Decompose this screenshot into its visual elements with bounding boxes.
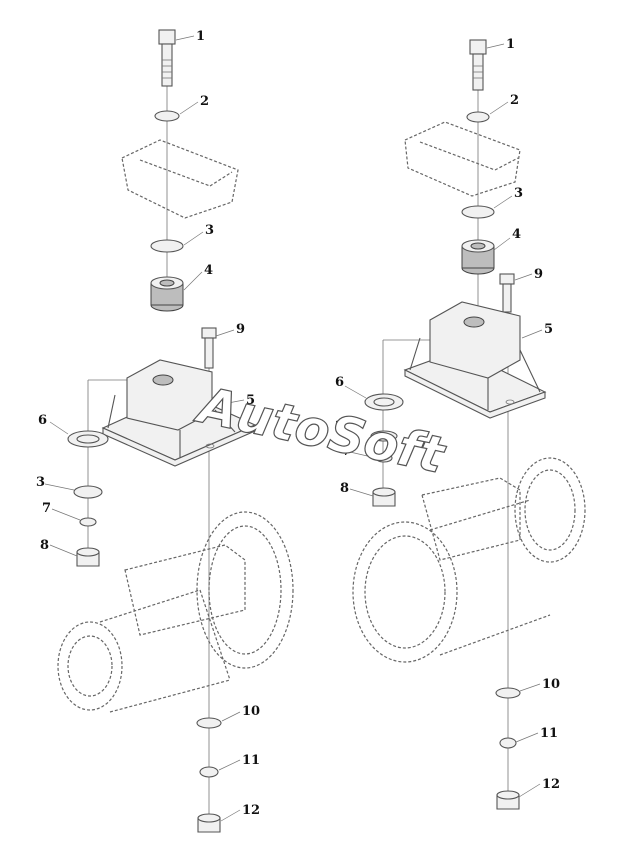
right-washer-3 [461, 205, 495, 219]
left-callout-5: 5 [246, 393, 255, 408]
left-washer-lower [73, 485, 103, 499]
right-bolt [469, 39, 487, 91]
right-callout-9: 9 [534, 267, 543, 282]
left-callout-9: 9 [236, 322, 245, 337]
right-lock-washer-11 [499, 737, 517, 749]
left-callout-12: 12 [242, 803, 260, 818]
right-callout-4: 4 [512, 227, 521, 242]
left-callout-8: 8 [40, 538, 49, 553]
left-bolt [158, 29, 176, 87]
left-ring-6 [67, 430, 109, 448]
right-mount-bracket [403, 301, 547, 419]
left-rubber-bushing [150, 276, 184, 312]
left-assembly: 1 2 3 4 9 5 6 3 7 8 10 11 12 [36, 29, 294, 833]
left-upper-bracket [121, 139, 239, 219]
right-callout-2: 2 [510, 93, 519, 108]
right-callout-7: 7 [342, 444, 351, 459]
left-axle-housing [57, 511, 294, 713]
right-upper-bracket [404, 121, 521, 197]
right-washer-top [466, 111, 490, 123]
right-washer-10 [495, 687, 521, 699]
left-lock-washer-11 [199, 766, 219, 778]
right-assembly: 1 2 3 4 9 5 6 3 7 8 10 11 12 [335, 37, 586, 810]
left-mount-bracket [101, 359, 257, 467]
right-rubber-bushing [461, 239, 495, 275]
left-callout-3-lower: 3 [36, 475, 45, 490]
right-callout-11: 11 [540, 726, 558, 741]
left-callout-7: 7 [42, 501, 51, 516]
left-callout-4: 4 [204, 263, 213, 278]
left-washer-top [154, 110, 180, 122]
watermark: AutoSoft [190, 375, 451, 485]
right-callout-5: 5 [544, 322, 553, 337]
right-callout-1: 1 [506, 37, 515, 52]
right-bolt-9 [499, 273, 515, 313]
right-callout-6: 6 [335, 375, 344, 390]
right-callout-10: 10 [542, 677, 560, 692]
right-callout-12: 12 [542, 777, 560, 792]
left-callout-6: 6 [38, 413, 47, 428]
left-callout-3: 3 [205, 223, 214, 238]
left-washer-10 [196, 717, 222, 729]
left-lock-washer [79, 517, 97, 527]
left-callout-1: 1 [196, 29, 205, 44]
right-washer-lower [370, 430, 398, 442]
left-callout-11: 11 [242, 753, 260, 768]
left-bolt-9 [201, 327, 217, 369]
right-ring-6 [364, 393, 404, 411]
right-callout-8: 8 [340, 481, 349, 496]
left-washer-3 [150, 239, 184, 253]
left-callout-10: 10 [242, 704, 260, 719]
right-callout-3-lower: 3 [335, 419, 344, 434]
right-axle-housing [352, 457, 586, 663]
left-callout-2: 2 [200, 94, 209, 109]
right-callout-3: 3 [514, 186, 523, 201]
